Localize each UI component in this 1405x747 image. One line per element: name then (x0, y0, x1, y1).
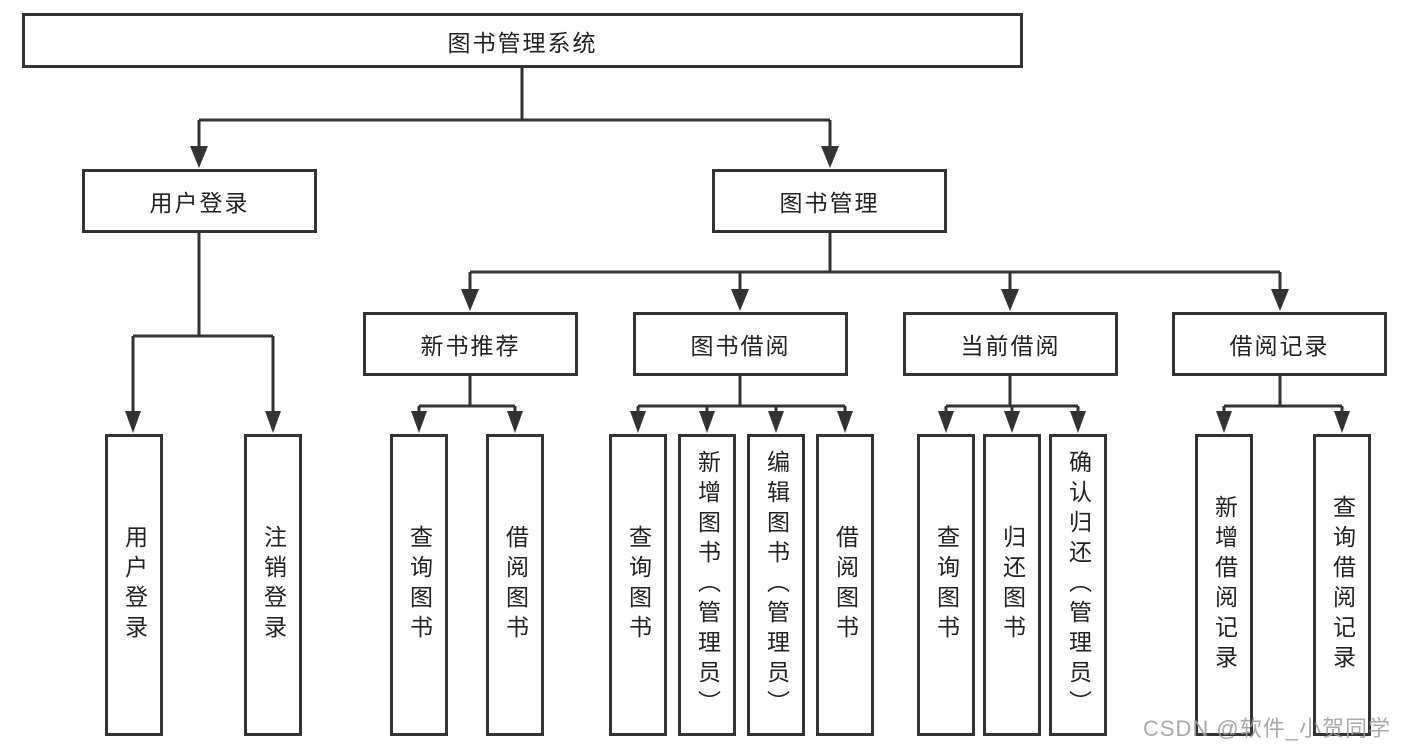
arrowheads (125, 146, 1350, 433)
edge-newrec-to-leaves (417, 376, 517, 413)
leaf-return-book: 归还图书 (983, 434, 1041, 736)
edge-mgmt-to-level2 (468, 233, 1282, 291)
leaf-confirm-return-admin: 确认归还（管理员） (1049, 434, 1107, 736)
leaf-logout-login: 注销登录 (244, 434, 302, 736)
leaf-query-books-recommend: 查询图书 (390, 434, 448, 736)
leaf-borrow-books: 借阅图书 (816, 434, 874, 736)
leaf-add-book-admin: 新增图书（管理员） (678, 434, 736, 736)
node-current-borrow: 当前借阅 (903, 312, 1118, 376)
node-book-management: 图书管理 (712, 169, 947, 233)
node-user-login: 用户登录 (82, 169, 317, 233)
leaf-user-login: 用户登录 (105, 434, 163, 736)
node-library-system: 图书管理系统 (22, 13, 1023, 68)
node-book-borrow: 图书借阅 (633, 312, 848, 376)
edge-borrow-to-leaves (636, 376, 847, 413)
node-borrow-records: 借阅记录 (1172, 312, 1387, 376)
leaf-query-borrow-record: 查询借阅记录 (1313, 434, 1371, 736)
leaf-query-books-borrow: 查询图书 (609, 434, 667, 736)
leaf-borrow-books-recommend: 借阅图书 (486, 434, 544, 736)
leaf-add-borrow-record: 新增借阅记录 (1195, 434, 1253, 736)
node-new-book-recommend: 新书推荐 (363, 312, 578, 376)
edge-records-to-leaves (1222, 376, 1344, 413)
watermark-text: CSDN @软件_小贺同学 (1142, 716, 1391, 741)
edge-current-to-leaves (944, 376, 1080, 413)
leaf-query-books-current: 查询图书 (917, 434, 975, 736)
leaf-edit-book-admin: 编辑图书（管理员） (747, 434, 805, 736)
edge-login-to-leaves (131, 233, 275, 413)
edge-root-to-level1 (197, 67, 832, 148)
